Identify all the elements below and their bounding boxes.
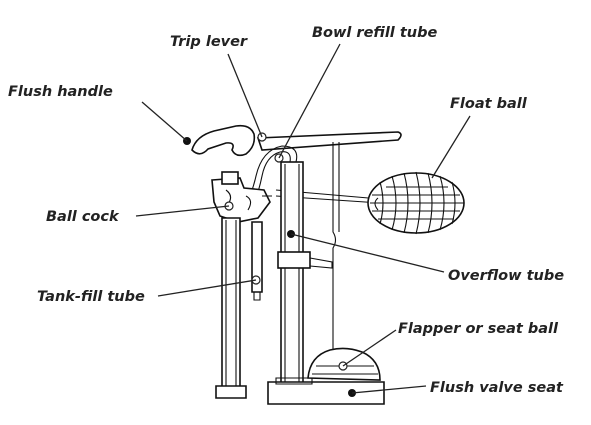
- label-ball-cock: Ball cock: [46, 209, 120, 225]
- leader-tank-fill-tube: [158, 280, 256, 296]
- leader-trip-lever: [228, 54, 262, 137]
- label-bowl-refill-tube: Bowl refill tube: [312, 25, 437, 41]
- flush-valve-seat-shape: [268, 382, 384, 404]
- label-tank-fill-tube: Tank-fill tube: [37, 289, 145, 305]
- overflow-tube-shape: [281, 162, 303, 384]
- leader-ball-cock: [136, 206, 229, 216]
- label-trip-lever: Trip lever: [170, 34, 248, 50]
- trip-lever-arm: [258, 132, 401, 150]
- label-flush-handle: Flush handle: [8, 84, 113, 100]
- supply-nut: [216, 386, 246, 398]
- toilet-tank-mechanism-illustration: [183, 126, 464, 404]
- overflow-clamp: [278, 252, 310, 268]
- label-flush-valve-seat: Flush valve seat: [430, 380, 564, 396]
- float-ball-shape: [368, 172, 464, 234]
- supply-pipe: [222, 218, 240, 390]
- lift-wire: [333, 142, 336, 352]
- label-float-ball: Float ball: [450, 96, 528, 112]
- leader-float-ball: [432, 116, 470, 178]
- label-flapper-or-seat-ball: Flapper or seat ball: [398, 321, 559, 337]
- ball-cock-shape: [212, 172, 272, 222]
- flush-handle-shape: [192, 126, 254, 156]
- leader-flush-handle: [142, 102, 187, 141]
- label-overflow-tube: Overflow tube: [448, 268, 564, 284]
